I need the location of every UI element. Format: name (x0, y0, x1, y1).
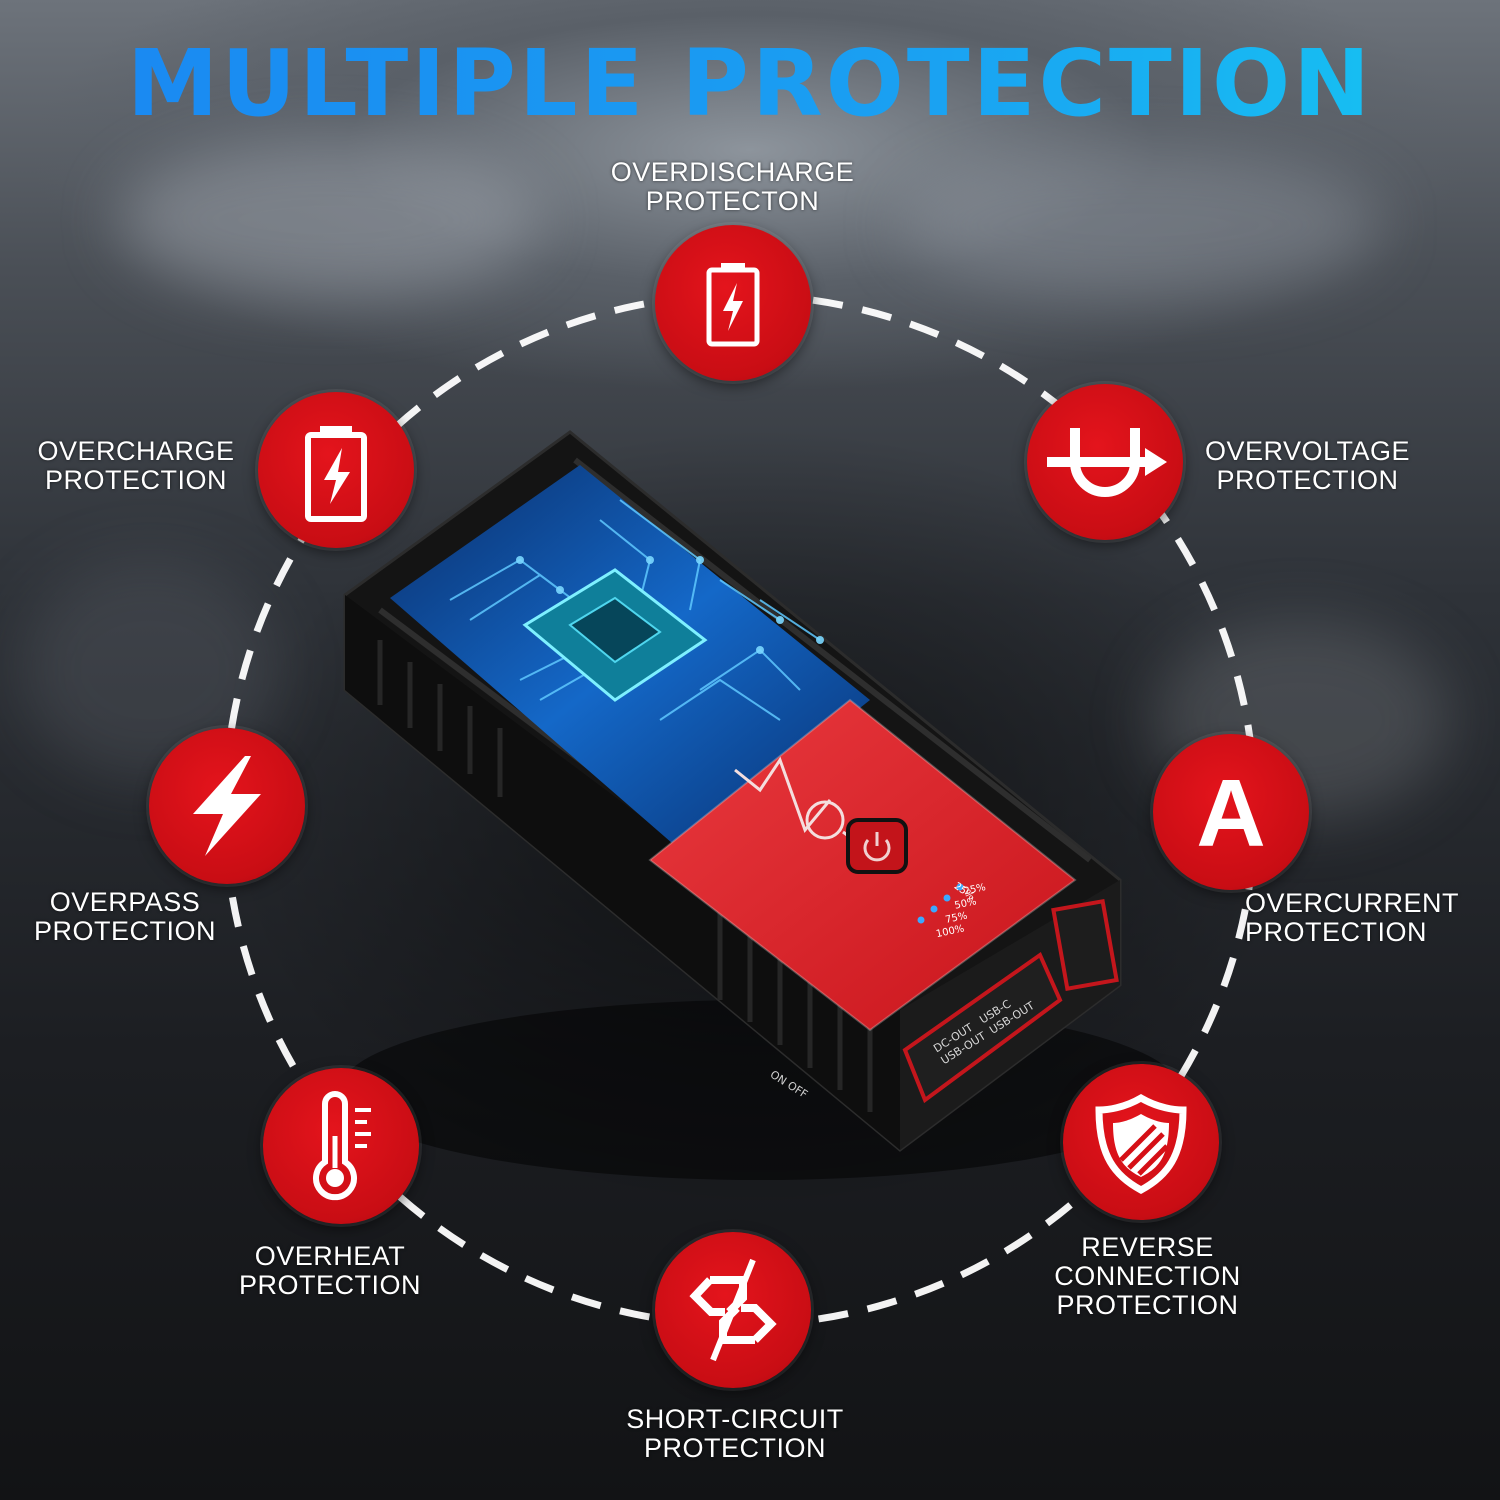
short-circuit-badge (655, 1232, 811, 1388)
shield-icon (1095, 1093, 1187, 1194)
reverse-connection-badge (1063, 1064, 1219, 1220)
letter-a-icon-wrap: A (1196, 760, 1265, 867)
overdischarge-badge (655, 225, 811, 381)
overvoltage-badge (1027, 384, 1183, 540)
overheat-badge (263, 1068, 419, 1224)
broken-link-icon (689, 1258, 777, 1362)
overvoltage-arrow-icon (1047, 428, 1167, 497)
battery-charge-icon (305, 426, 367, 522)
thermometer-icon (313, 1091, 371, 1201)
letter-a-icon: A (1196, 760, 1265, 867)
overcurrent-badge: A (1153, 734, 1309, 890)
battery-bolt-icon (706, 263, 760, 347)
background-light (120, 140, 540, 300)
background-light (900, 150, 1380, 300)
lightning-icon (193, 756, 261, 856)
overcharge-badge (258, 392, 414, 548)
overpass-badge (149, 728, 305, 884)
